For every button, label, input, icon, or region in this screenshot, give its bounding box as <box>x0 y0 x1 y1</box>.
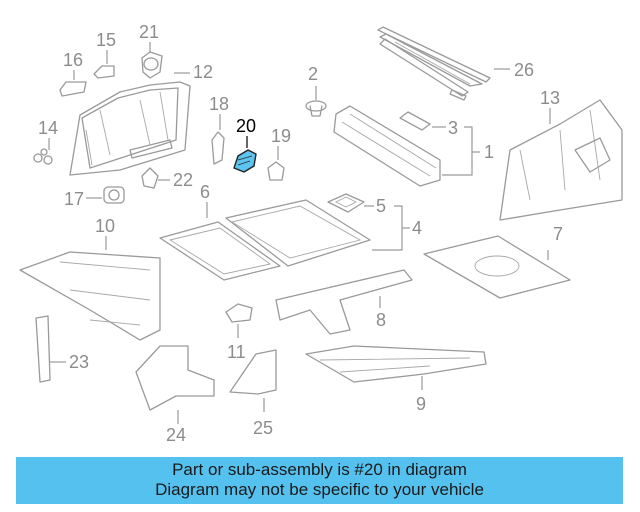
part-1-sill-assembly <box>333 105 441 187</box>
part-10-rear-carpet <box>19 251 161 341</box>
part-22-clip <box>141 167 159 189</box>
callout-14: 14 <box>38 118 58 138</box>
part-7-mat <box>423 235 571 299</box>
part-6-floor-panel <box>159 221 281 281</box>
part-24-trim <box>135 345 215 411</box>
callout-2: 2 <box>308 64 318 84</box>
callout-20: 20 <box>236 116 256 136</box>
callout-5: 5 <box>376 196 386 216</box>
callout-16: 16 <box>63 50 83 70</box>
callout-22: 22 <box>173 170 193 190</box>
part-2-plug <box>305 100 327 117</box>
part-17-grommet <box>103 186 125 204</box>
callout-25: 25 <box>253 418 273 438</box>
part-25-panel <box>229 349 277 395</box>
callout-17: 17 <box>64 189 84 209</box>
callout-9: 9 <box>416 394 426 414</box>
part-11-bracket <box>225 303 253 323</box>
part-14-fasteners <box>33 148 53 165</box>
callout-19: 19 <box>271 126 291 146</box>
callout-23: 23 <box>69 352 89 372</box>
part-16-cover <box>59 81 87 97</box>
part-26-cargo-cover <box>377 26 491 101</box>
part-12-left-quarter-trim <box>69 81 191 176</box>
part-4-load-floor <box>225 199 371 267</box>
callout-21: 21 <box>139 22 159 42</box>
part-23-strip <box>35 315 51 383</box>
part-8-crossmember <box>275 269 413 335</box>
callout-4: 4 <box>412 218 422 238</box>
callout-24: 24 <box>166 425 186 445</box>
part-13-right-quarter-trim <box>499 99 623 221</box>
callout-18: 18 <box>209 94 229 114</box>
exploded-parts-diagram: 26 12 21 15 16 <box>19 22 623 445</box>
callout-8: 8 <box>376 310 386 330</box>
callout-1: 1 <box>484 142 494 162</box>
part-5-hatch <box>327 193 365 213</box>
callout-13: 13 <box>540 88 560 108</box>
banner-line-part-number: Part or sub-assembly is #20 in diagram <box>172 460 467 479</box>
callout-7: 7 <box>553 224 563 244</box>
bracket-1 <box>442 126 473 176</box>
part-15-bracket <box>93 65 115 79</box>
callout-10: 10 <box>95 216 115 236</box>
callout-3: 3 <box>448 118 458 138</box>
info-banner: Part or sub-assembly is #20 in diagram D… <box>16 457 623 504</box>
callout-11: 11 <box>227 342 246 362</box>
part-21-clip <box>141 51 163 79</box>
part-9-rail <box>305 345 487 383</box>
callout-12: 12 <box>193 62 213 82</box>
callout-6: 6 <box>200 182 210 202</box>
part-19-clip <box>267 161 285 181</box>
callout-26: 26 <box>514 60 534 80</box>
part-20-highlighted <box>233 149 257 173</box>
part-18-hook <box>211 131 225 165</box>
callout-15: 15 <box>96 30 116 50</box>
banner-line-disclaimer: Diagram may not be specific to your vehi… <box>155 480 484 499</box>
